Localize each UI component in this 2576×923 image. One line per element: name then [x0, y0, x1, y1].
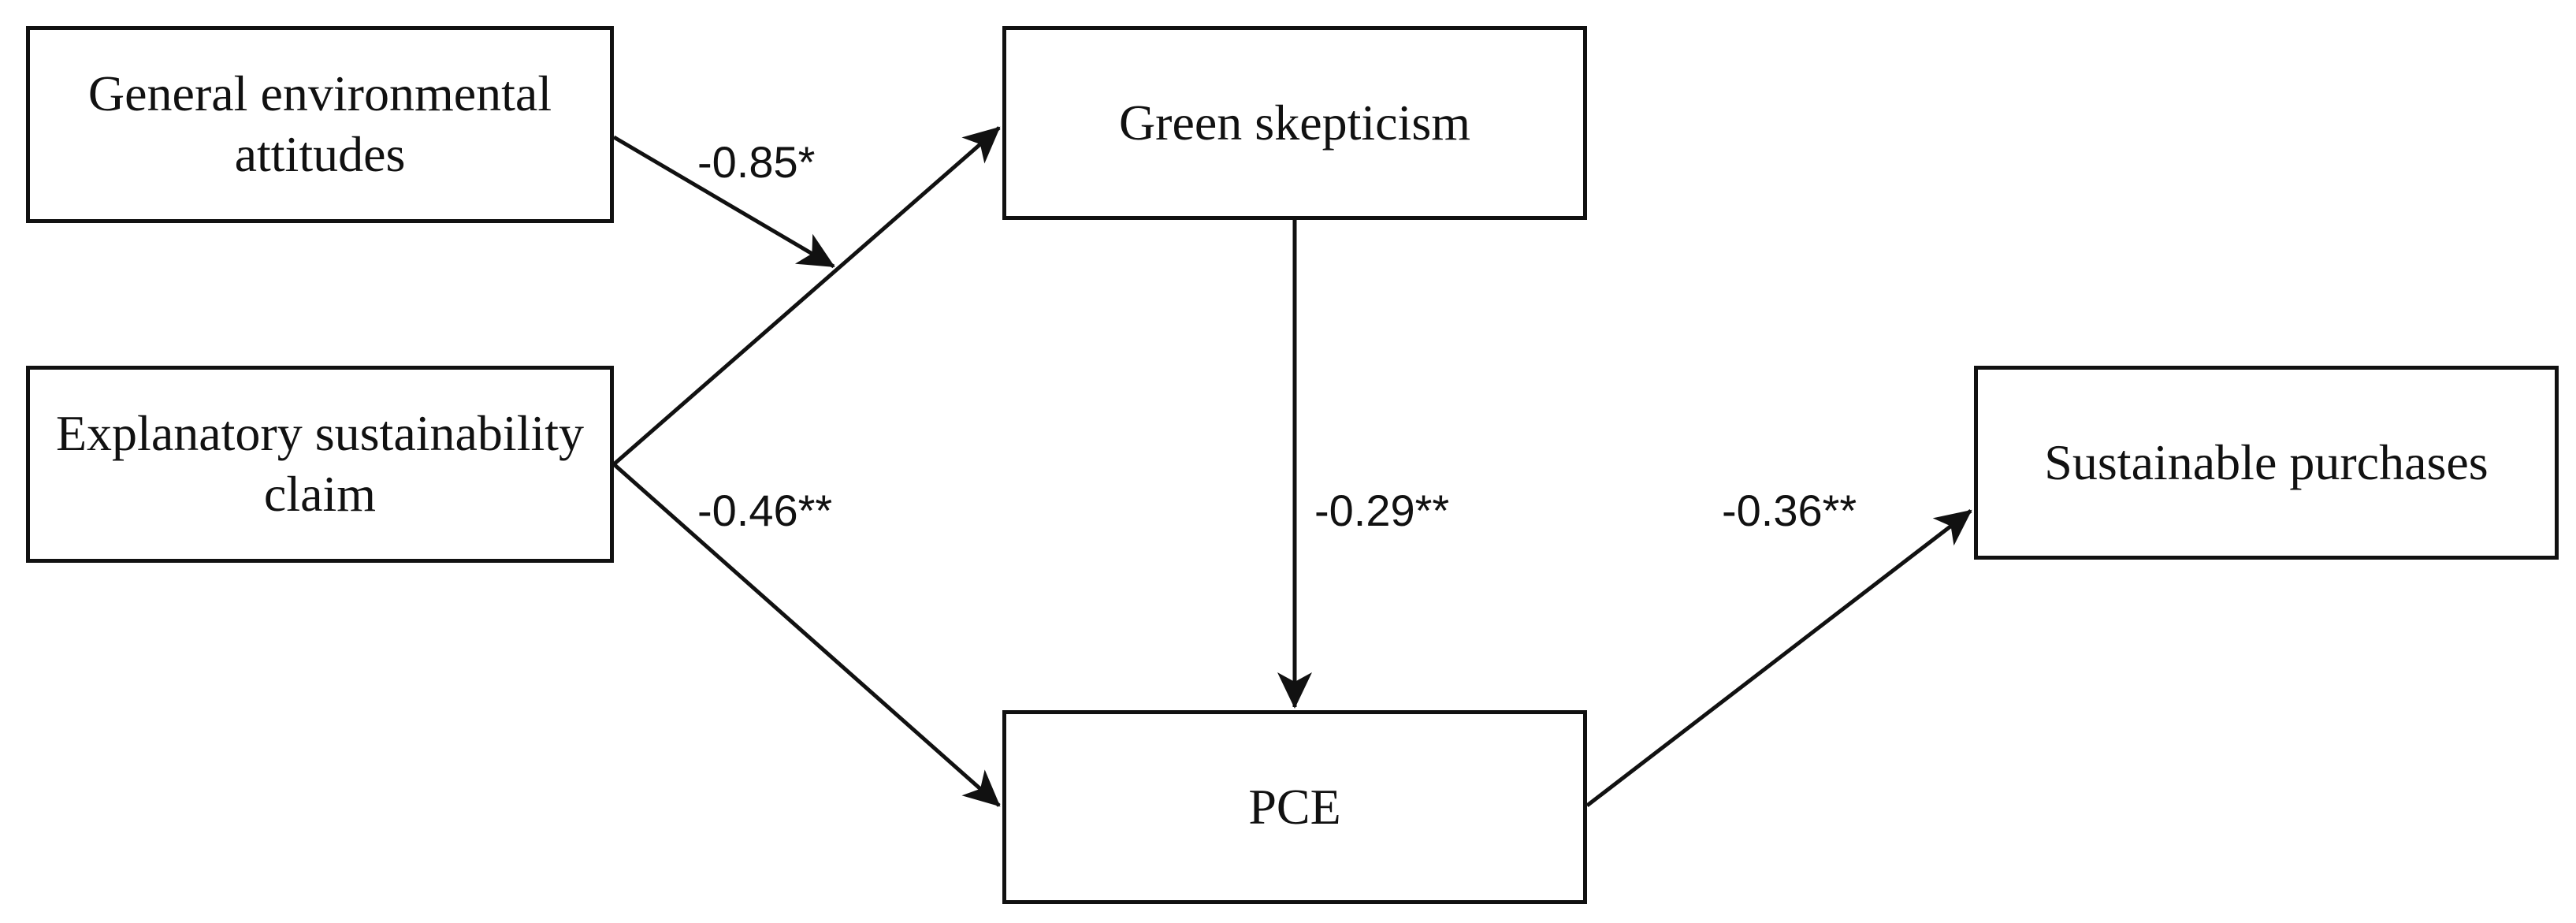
coefficient-claim-to-pce: -0.46** — [697, 486, 833, 535]
node-label: Green skepticism — [1118, 94, 1471, 151]
node-label: Explanatory sustainability claim — [55, 405, 585, 522]
coefficient-skepticism-to-pce: -0.29** — [1314, 486, 1450, 535]
node-green-skepticism: Green skepticism — [1002, 26, 1587, 220]
node-label: Sustainable purchases — [2044, 434, 2489, 490]
coefficient-pce-to-purchases: -0.36** — [1722, 486, 1857, 535]
node-explanatory-sustainability-claim: Explanatory sustainability claim — [26, 366, 614, 563]
coefficient-moderation: -0.85* — [697, 137, 816, 187]
arrow-pce-to-purchases — [1585, 509, 1972, 807]
node-general-environmental-attitudes: General environmental attitudes — [26, 26, 614, 223]
arrow-claim-to-skepticism — [612, 126, 1001, 466]
node-label: General environmental attitudes — [87, 65, 552, 182]
node-sustainable-purchases: Sustainable purchases — [1974, 366, 2559, 560]
arrow-claim-to-pce — [612, 463, 1001, 807]
node-pce: PCE — [1002, 710, 1587, 904]
arrow-moderation — [612, 135, 835, 269]
node-label: PCE — [1248, 778, 1341, 835]
